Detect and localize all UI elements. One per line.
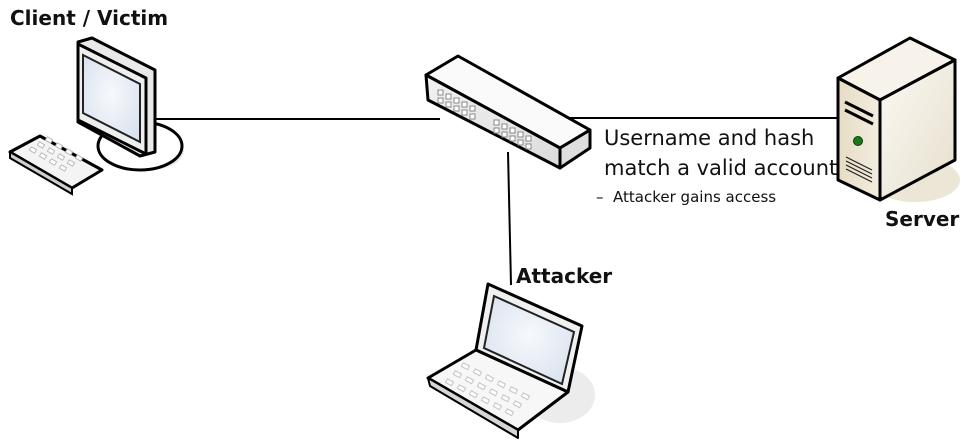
- client-label: Client / Victim: [10, 6, 169, 30]
- link-switch-attacker: [507, 151, 512, 286]
- laptop-icon: [426, 282, 595, 439]
- annotation-main-line2: match a valid account: [604, 156, 838, 180]
- attacker-label: Attacker: [516, 264, 613, 288]
- annotation-bullet: –: [596, 188, 604, 206]
- annotation-main-line1: Username and hash: [604, 126, 815, 150]
- network-switch-icon: [424, 54, 592, 170]
- annotation-sub-text: Attacker gains access: [613, 188, 777, 206]
- server-status-led: [853, 136, 863, 146]
- annotation-sub: – Attacker gains access: [596, 188, 776, 206]
- desktop-computer-icon: [8, 36, 184, 196]
- server-label: Server: [885, 207, 960, 231]
- tower-server-icon: [836, 36, 960, 202]
